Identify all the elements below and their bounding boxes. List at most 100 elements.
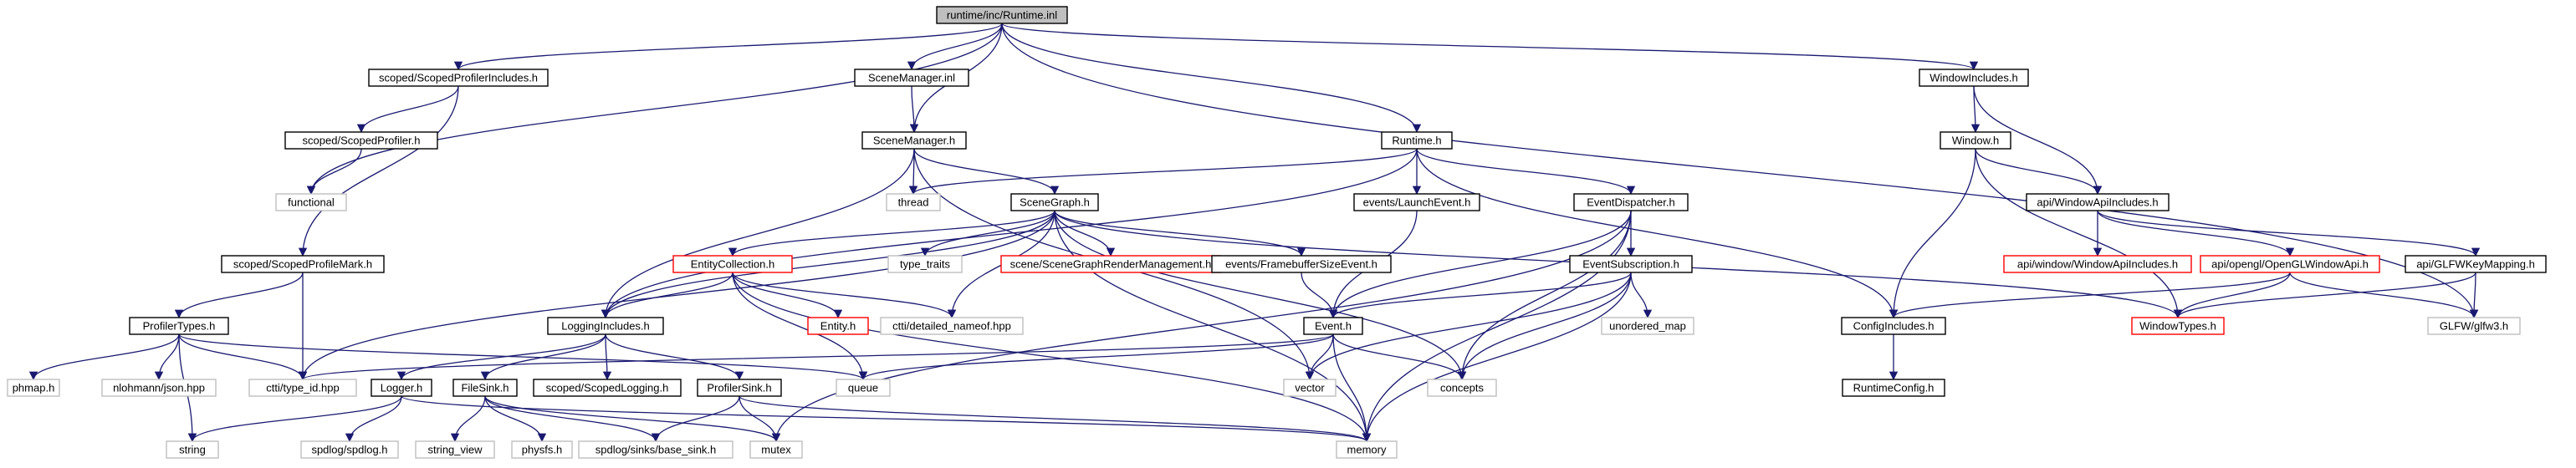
node-label: SceneManager.h bbox=[873, 134, 955, 146]
node-box bbox=[284, 131, 438, 150]
edge-scene-manager-h-to-logging-includes bbox=[601, 148, 915, 319]
node-box bbox=[1841, 317, 1946, 335]
node-profiler-sink[interactable]: ProfilerSink.h bbox=[697, 379, 782, 397]
node-type-traits: type_traits bbox=[887, 255, 963, 273]
node-box bbox=[2405, 255, 2547, 273]
edge-scene-manager-h-to-scene-graph bbox=[913, 148, 1060, 196]
node-glfw-key-mapping[interactable]: api/GLFWKeyMapping.h bbox=[2405, 255, 2547, 273]
node-event-dispatcher[interactable]: EventDispatcher.h bbox=[1573, 193, 1689, 211]
edge-event-dispatcher-to-mutex bbox=[771, 210, 1632, 443]
node-entity-collection[interactable]: EntityCollection.h bbox=[672, 255, 793, 273]
node-launch-event[interactable]: events/LaunchEvent.h bbox=[1353, 193, 1480, 211]
node-label: scoped/ScopedProfilerIncludes.h bbox=[379, 71, 538, 84]
node-logging-includes[interactable]: LoggingIncludes.h bbox=[547, 317, 664, 335]
edge-event-h-to-ctti-type-id bbox=[299, 333, 1334, 381]
node-file-sink[interactable]: FileSink.h bbox=[452, 379, 518, 397]
edge-event-subscription-to-event-h bbox=[1328, 272, 1632, 319]
node-box bbox=[300, 440, 399, 459]
node-runtime-h[interactable]: Runtime.h bbox=[1381, 131, 1453, 150]
node-label: events/LaunchEvent.h bbox=[1363, 196, 1471, 208]
node-box bbox=[578, 440, 733, 459]
node-scene-manager-h[interactable]: SceneManager.h bbox=[861, 131, 967, 150]
node-box bbox=[371, 379, 432, 397]
node-nlohmann-json: nlohmann/json.hpp bbox=[101, 379, 217, 397]
node-label: Runtime.h bbox=[1392, 134, 1441, 146]
edge-scene-graph-to-scene-graph-render-mgmt bbox=[1054, 210, 1116, 257]
edge-window-api-includes-to-glfw-key-mapping bbox=[2097, 210, 2481, 257]
node-box bbox=[807, 317, 869, 335]
node-label: queue bbox=[848, 381, 878, 394]
node-scoped-profiler-includes[interactable]: scoped/ScopedProfilerIncludes.h bbox=[368, 69, 549, 87]
node-entity-h[interactable]: Entity.h bbox=[807, 317, 869, 335]
node-runtime-inl[interactable]: runtime/inc/Runtime.inl bbox=[936, 6, 1068, 24]
edge-logger-h-to-spdlog bbox=[345, 395, 402, 443]
node-window-includes[interactable]: WindowIncludes.h bbox=[1919, 69, 2029, 87]
node-scoped-logging[interactable]: scoped/ScopedLogging.h bbox=[533, 379, 682, 397]
edge-runtime-inl-to-scoped-profiler-includes bbox=[454, 23, 1003, 71]
node-box bbox=[1569, 255, 1693, 273]
node-window-api-includes[interactable]: api/WindowApiIncludes.h bbox=[2026, 193, 2170, 211]
node-box bbox=[1573, 193, 1689, 211]
node-scoped-profile-mark[interactable]: scoped/ScopedProfileMark.h bbox=[221, 255, 385, 273]
node-profiler-types[interactable]: ProfilerTypes.h bbox=[129, 317, 229, 335]
edge-event-h-to-vector bbox=[1305, 333, 1334, 381]
edge-event-subscription-to-memory bbox=[1362, 272, 1632, 443]
edge-profiler-types-to-ctti-type-id bbox=[178, 333, 308, 381]
node-label: ctti/type_id.hpp bbox=[266, 381, 339, 394]
edge-scoped-profile-mark-to-profiler-types bbox=[174, 272, 304, 319]
edge-event-h-to-concepts bbox=[1332, 333, 1467, 381]
node-box bbox=[697, 379, 782, 397]
node-framebuffer-size-event[interactable]: events/FramebufferSizeEvent.h bbox=[1211, 255, 1392, 273]
edge-runtime-h-to-event-dispatcher bbox=[1416, 148, 1636, 196]
edges-layer bbox=[28, 23, 2481, 443]
node-scene-manager-inl[interactable]: SceneManager.inl bbox=[854, 69, 969, 87]
edge-runtime-inl-to-scene-manager-inl bbox=[907, 23, 1003, 71]
node-win-window-api-includes[interactable]: api/window/WindowApiIncludes.h bbox=[2003, 255, 2192, 273]
edge-event-subscription-to-unordered-map bbox=[1630, 272, 1653, 319]
edge-runtime-inl-to-runtime-h bbox=[1001, 23, 1422, 134]
edge-runtime-inl-to-glfw3 bbox=[1001, 23, 2479, 319]
node-label: events/FramebufferSizeEvent.h bbox=[1225, 257, 1377, 270]
edge-runtime-h-to-thread bbox=[909, 148, 1418, 196]
node-label: ProfilerTypes.h bbox=[143, 319, 216, 332]
node-scoped-profiler[interactable]: scoped/ScopedProfiler.h bbox=[284, 131, 438, 150]
node-mutex: mutex bbox=[749, 440, 803, 459]
edge-logging-includes-to-file-sink bbox=[480, 333, 606, 381]
node-box bbox=[886, 193, 941, 211]
edge-file-sink-to-mutex bbox=[484, 395, 781, 443]
node-box bbox=[368, 69, 549, 87]
node-box bbox=[880, 317, 1024, 335]
node-config-includes[interactable]: ConfigIncludes.h bbox=[1841, 317, 1946, 335]
node-box bbox=[452, 379, 518, 397]
edge-glfw-key-mapping-to-window-types bbox=[2173, 272, 2476, 319]
node-label: EventSubscription.h bbox=[1582, 257, 1679, 270]
node-window-h[interactable]: Window.h bbox=[1940, 131, 2011, 150]
node-label: string_view bbox=[427, 443, 483, 455]
node-logger-h[interactable]: Logger.h bbox=[371, 379, 432, 397]
node-box bbox=[1211, 255, 1392, 273]
node-label: SceneGraph.h bbox=[1020, 196, 1090, 208]
node-physfs: physfs.h bbox=[511, 440, 573, 459]
node-event-subscription[interactable]: EventSubscription.h bbox=[1569, 255, 1693, 273]
node-box bbox=[854, 69, 969, 87]
node-event-h[interactable]: Event.h bbox=[1303, 317, 1363, 335]
edge-opengl-window-api-to-window-types bbox=[2173, 272, 2291, 319]
node-box bbox=[1427, 379, 1497, 397]
edge-logger-h-to-string bbox=[187, 395, 402, 443]
node-opengl-window-api[interactable]: api/opengl/OpenGLWindowApi.h bbox=[2200, 255, 2380, 273]
node-concepts: concepts bbox=[1427, 379, 1497, 397]
node-label: FileSink.h bbox=[461, 381, 509, 394]
node-runtime-config[interactable]: RuntimeConfig.h bbox=[1842, 379, 1945, 397]
edge-window-h-to-window-types bbox=[1975, 148, 2183, 319]
node-window-types[interactable]: WindowTypes.h bbox=[2131, 317, 2225, 335]
node-label: ConfigIncludes.h bbox=[1853, 319, 1935, 332]
node-box bbox=[2200, 255, 2380, 273]
node-label: phmap.h bbox=[13, 381, 55, 394]
edge-logging-includes-to-scoped-logging bbox=[602, 333, 612, 381]
node-box bbox=[533, 379, 682, 397]
node-glfw3: GLFW/glfw3.h bbox=[2427, 317, 2521, 335]
node-scene-graph[interactable]: SceneGraph.h bbox=[1010, 193, 1099, 211]
node-thread: thread bbox=[886, 193, 941, 211]
node-label: scoped/ScopedLogging.h bbox=[546, 381, 669, 394]
node-scene-graph-render-mgmt[interactable]: scene/SceneGraphRenderManagement.h bbox=[1000, 255, 1221, 273]
